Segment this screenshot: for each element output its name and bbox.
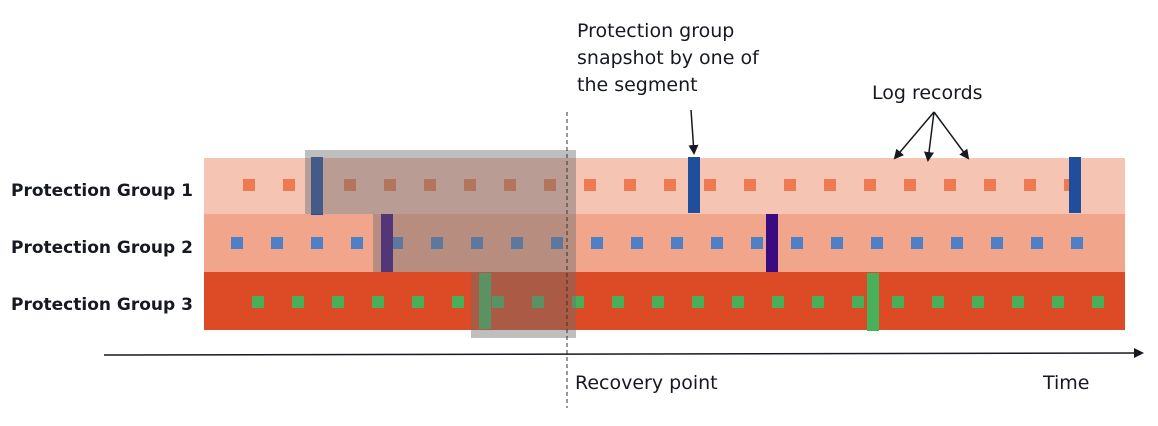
log-record-group-1: [344, 179, 356, 191]
log-records-arrow-1: [893, 111, 935, 160]
log-record-group-1: [283, 179, 295, 191]
group-3-label: Protection Group 3: [11, 295, 193, 315]
log-record-group-2: [231, 237, 243, 249]
log-record-group-2: [271, 237, 283, 249]
group-2-label: Protection Group 2: [11, 238, 193, 258]
snapshot-bar-group-1: [1069, 157, 1081, 213]
log-record-group-2: [791, 237, 803, 249]
log-record-group-3: [1092, 296, 1104, 308]
log-record-group-3: [732, 296, 744, 308]
log-record-group-1: [1024, 179, 1036, 191]
protection-group-3-band: [204, 272, 1125, 330]
log-record-group-3: [412, 296, 424, 308]
log-record-group-1: [824, 179, 836, 191]
log-record-group-3: [1052, 296, 1064, 308]
log-record-group-3: [332, 296, 344, 308]
log-record-group-2: [591, 237, 603, 249]
recovery-overlay-group-3: [471, 272, 576, 338]
snapshot-bar-group-2: [766, 214, 778, 272]
log-record-group-2: [751, 237, 763, 249]
log-records-label: Log records: [872, 82, 983, 104]
log-record-group-1: [984, 179, 996, 191]
log-record-group-3: [692, 296, 704, 308]
log-record-group-1: [784, 179, 796, 191]
log-record-group-3: [1012, 296, 1024, 308]
log-record-group-2: [711, 237, 723, 249]
snapshot-bar-group-1: [688, 157, 700, 213]
log-record-group-1: [584, 179, 596, 191]
log-record-group-3: [652, 296, 664, 308]
protection-group-2-band: [204, 214, 1125, 272]
log-record-group-2: [391, 237, 403, 249]
log-record-group-1: [664, 179, 676, 191]
log-record-group-1: [864, 179, 876, 191]
snapshot-note-arrow: [688, 109, 699, 155]
log-record-group-2: [671, 237, 683, 249]
log-record-group-2: [1071, 237, 1083, 249]
snapshot-bar-group-2: [381, 214, 393, 272]
log-record-group-3: [532, 296, 544, 308]
log-records-arrow-3: [933, 111, 970, 160]
snapshot-bar-group-3: [479, 273, 491, 329]
log-record-group-2: [551, 237, 563, 249]
recovery-point-label: Recovery point: [575, 372, 718, 394]
log-record-group-3: [572, 296, 584, 308]
log-record-group-2: [831, 237, 843, 249]
snapshot-note-line-1: Protection group: [577, 20, 734, 42]
log-record-group-3: [972, 296, 984, 308]
time-axis: [103, 348, 1144, 359]
snapshot-note-line-2: snapshot by one of: [577, 47, 760, 69]
log-record-group-3: [852, 296, 864, 308]
log-record-group-1: [544, 179, 556, 191]
log-record-group-2: [1031, 237, 1043, 249]
log-record-group-2: [471, 237, 483, 249]
log-record-group-3: [612, 296, 624, 308]
log-record-group-2: [431, 237, 443, 249]
log-record-group-1: [904, 179, 916, 191]
log-record-group-1: [704, 179, 716, 191]
log-record-group-2: [991, 237, 1003, 249]
recovery-overlay-group-2: [373, 214, 576, 272]
snapshot-note-line-3: the segment: [577, 74, 698, 96]
log-record-group-2: [351, 237, 363, 249]
log-record-group-1: [744, 179, 756, 191]
log-record-group-2: [871, 237, 883, 249]
recovery-overlay-group-1: [305, 150, 576, 214]
log-record-group-3: [372, 296, 384, 308]
log-record-group-3: [252, 296, 264, 308]
log-record-group-1: [504, 179, 516, 191]
log-record-group-1: [624, 179, 636, 191]
log-record-group-1: [424, 179, 436, 191]
group-1-label: Protection Group 1: [11, 181, 193, 201]
log-record-group-1: [243, 179, 255, 191]
time-label: Time: [1042, 372, 1090, 394]
log-record-group-3: [452, 296, 464, 308]
log-record-group-2: [511, 237, 523, 249]
log-record-group-1: [384, 179, 396, 191]
log-record-group-3: [812, 296, 824, 308]
log-records-arrow-2: [924, 111, 935, 162]
log-record-group-2: [911, 237, 923, 249]
marks-layer: [231, 157, 1104, 331]
log-record-group-2: [631, 237, 643, 249]
snapshot-bar-group-3: [867, 273, 879, 331]
log-record-group-3: [292, 296, 304, 308]
log-record-group-2: [311, 237, 323, 249]
log-record-group-1: [464, 179, 476, 191]
log-record-group-3: [892, 296, 904, 308]
log-record-group-2: [951, 237, 963, 249]
log-record-group-3: [492, 296, 504, 308]
log-record-group-3: [932, 296, 944, 308]
snapshot-bar-group-1: [311, 157, 323, 215]
log-record-group-1: [944, 179, 956, 191]
log-record-group-3: [772, 296, 784, 308]
